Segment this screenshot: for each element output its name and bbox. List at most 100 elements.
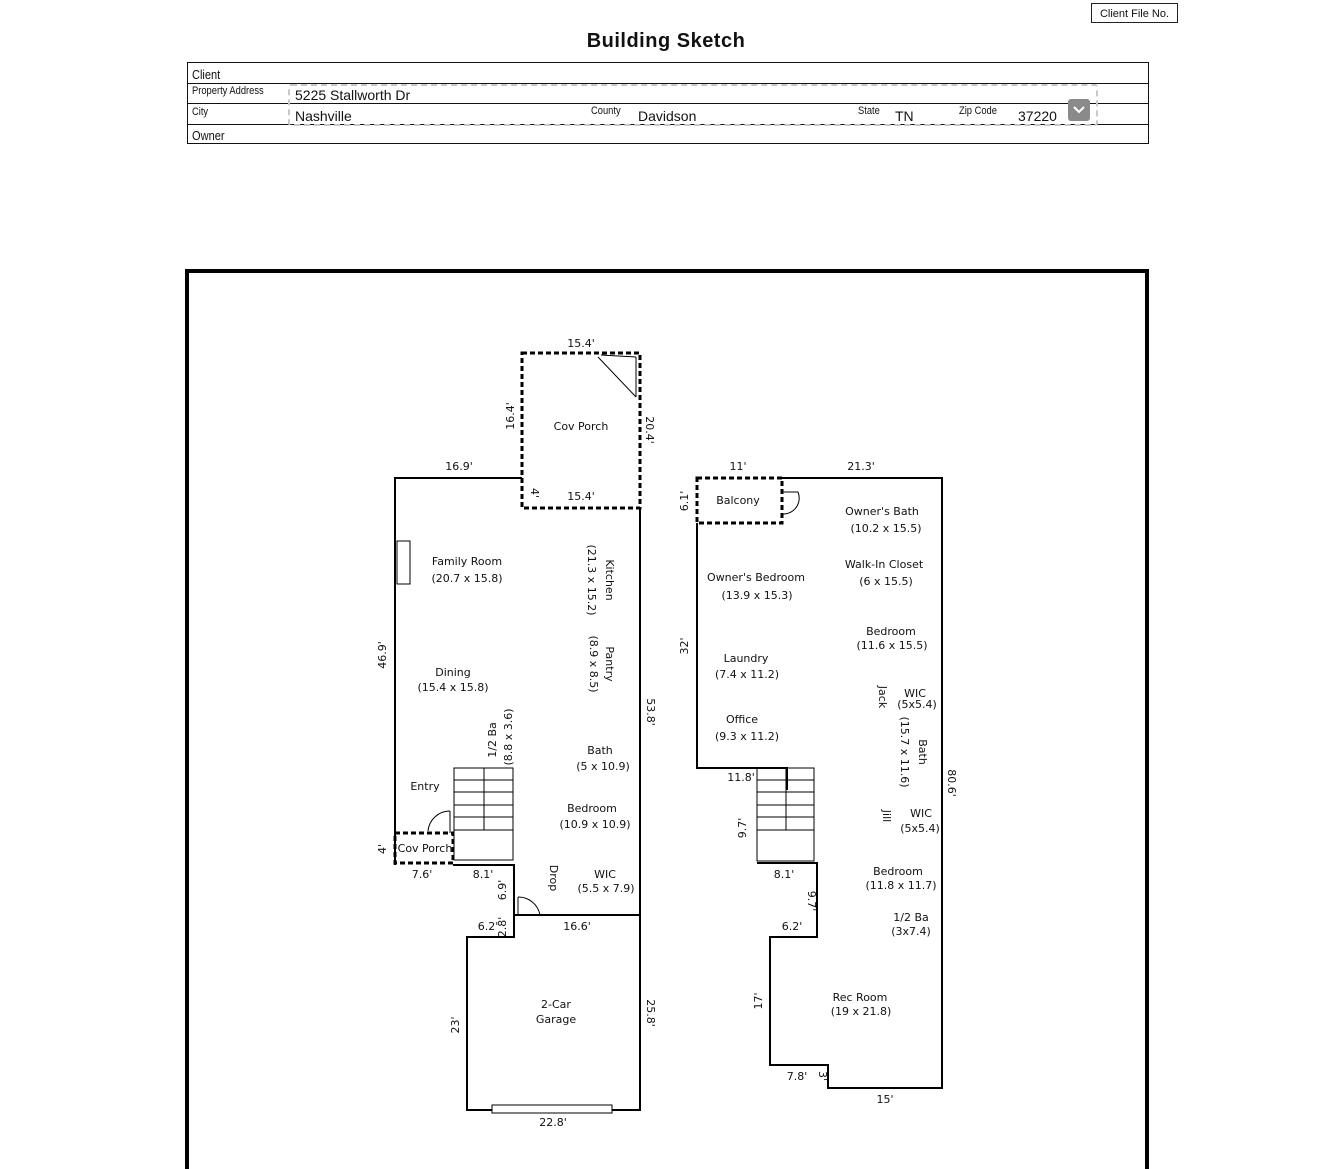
city-label: City <box>192 106 209 118</box>
room-half-ba-up: 1/2 Ba <box>893 911 929 924</box>
room-cov-porch-bottom: Cov Porch <box>398 842 453 855</box>
room-half-ba-dim: (8.8 x 3.6) <box>502 708 515 765</box>
client-label: Client <box>192 67 221 82</box>
address-dropdown-button[interactable] <box>1068 99 1090 121</box>
dim-label: 15.4' <box>567 490 595 503</box>
room-bath-dim: (5 x 10.9) <box>576 760 630 773</box>
dim-label: 20.4' <box>643 416 656 444</box>
owner-label: Owner <box>192 128 225 143</box>
room-owners-bedroom: Owner's Bedroom <box>707 571 805 584</box>
fireplace <box>396 540 411 585</box>
room-pantry-dim: (8.9 x 8.5) <box>587 635 600 692</box>
dim-label: 9.7' <box>805 891 818 912</box>
balcony-outline <box>695 476 784 525</box>
dim-label: 53.8' <box>644 698 657 726</box>
cov-porch-bottom-outline <box>393 831 455 865</box>
dim-label: 32' <box>678 637 691 654</box>
dim-label: 25.8' <box>644 999 657 1027</box>
city-value: Nashville <box>295 108 352 124</box>
property-info-table: Client Property Address 5225 Stallworth … <box>187 62 1149 144</box>
dim-label: 6.2' <box>782 920 803 933</box>
dim-label: 6.1' <box>678 491 691 512</box>
cov-porch-top-outline <box>520 351 642 510</box>
garage-entry-door <box>517 896 541 916</box>
room-balcony: Balcony <box>716 494 760 507</box>
dim-label: 4' <box>528 488 541 498</box>
garage-door <box>491 1104 613 1114</box>
room-rec-room: Rec Room <box>833 991 888 1004</box>
room-jj-bath: Bath <box>916 739 929 765</box>
room-garage-1: 2-Car <box>541 998 571 1011</box>
room-dining: Dining <box>435 666 471 679</box>
state-label: State <box>858 105 880 117</box>
dim-label: 7.6' <box>412 868 433 881</box>
room-bedroom-up2: Bedroom <box>873 865 923 878</box>
dim-label: 11.8' <box>727 771 755 784</box>
dim-label: 11' <box>729 460 746 473</box>
dim-label: 8.1' <box>473 868 494 881</box>
room-wic-main: WIC <box>594 868 616 881</box>
sketch-frame <box>185 269 1149 1169</box>
room-drop: Drop <box>547 865 560 891</box>
property-address-value: 5225 Stallworth Dr <box>295 87 411 103</box>
room-owners-bedroom-dim: (13.9 x 15.3) <box>721 589 792 602</box>
dim-label: 15.4' <box>567 337 595 350</box>
room-jack: Jack <box>876 685 889 709</box>
room-owners-bath-dim: (10.2 x 15.5) <box>850 522 921 535</box>
dim-label: 6.9' <box>496 880 509 901</box>
address-selection-box[interactable] <box>288 84 1098 126</box>
dim-label: 16.6' <box>563 920 591 933</box>
dim-label: 22.8' <box>539 1116 567 1129</box>
room-rec-room-dim: (19 x 21.8) <box>831 1005 892 1018</box>
room-pantry: Pantry <box>603 646 616 682</box>
zip-label: Zip Code <box>959 105 997 117</box>
page-title: Building Sketch <box>586 30 746 52</box>
room-kitchen-dim: (21.3 x 15.2) <box>585 544 598 615</box>
zip-value: 37220 <box>1018 108 1057 124</box>
room-wic-up2-dim: (5x5.4) <box>900 822 940 835</box>
room-walkin-closet: Walk-In Closet <box>845 558 924 571</box>
room-laundry-dim: (7.4 x 11.2) <box>715 668 779 681</box>
room-half-ba: 1/2 Ba <box>486 722 499 758</box>
county-label: County <box>591 105 621 117</box>
room-family-room: Family Room <box>432 555 502 568</box>
dim-label: 8.1' <box>774 868 795 881</box>
chevron-down-icon <box>1073 106 1085 114</box>
owner-row: Owner <box>188 124 1148 143</box>
room-owners-bath: Owner's Bath <box>845 505 919 518</box>
dim-label: 7.8' <box>787 1070 808 1083</box>
room-walkin-closet-dim: (6 x 15.5) <box>859 575 913 588</box>
upper-floor-walls <box>696 477 943 1089</box>
dim-label: 2.8' <box>496 917 509 938</box>
room-laundry: Laundry <box>724 652 769 665</box>
dim-label: 4' <box>376 844 389 854</box>
room-cov-porch-top: Cov Porch <box>554 420 609 433</box>
dim-label: 9.7' <box>736 818 749 839</box>
dim-label: 3' <box>816 1071 829 1081</box>
room-garage-2: Garage <box>536 1013 577 1026</box>
room-bedroom-main-dim: (10.9 x 10.9) <box>559 818 630 831</box>
dim-label: 16.4' <box>504 402 517 430</box>
room-jj-bath-dim: (15.7 x 11.6) <box>898 716 911 787</box>
room-wic-main-dim: (5.5 x 7.9) <box>577 882 634 895</box>
client-row: Client <box>188 63 1148 84</box>
entry-door <box>427 810 451 833</box>
room-wic-up1-dim: (5x5.4) <box>897 698 937 711</box>
main-stairs <box>453 767 514 861</box>
dim-label: 15' <box>876 1093 893 1106</box>
room-bedroom-up1-dim: (11.6 x 15.5) <box>856 639 927 652</box>
cov-porch-door <box>597 354 637 398</box>
dim-label: 80.6' <box>945 769 958 797</box>
room-dining-dim: (15.4 x 15.8) <box>417 681 488 694</box>
room-office-dim: (9.3 x 11.2) <box>715 730 779 743</box>
main-floor-walls <box>394 477 641 1111</box>
room-jill: Jill <box>880 809 893 822</box>
dim-label: 23' <box>449 1016 462 1033</box>
dim-label: 21.3' <box>847 460 875 473</box>
room-bath: Bath <box>587 744 613 757</box>
room-kitchen: Kitchen <box>603 559 616 600</box>
dim-label: 6.2' <box>478 920 499 933</box>
room-office: Office <box>726 713 758 726</box>
dim-label: 17' <box>752 992 765 1009</box>
